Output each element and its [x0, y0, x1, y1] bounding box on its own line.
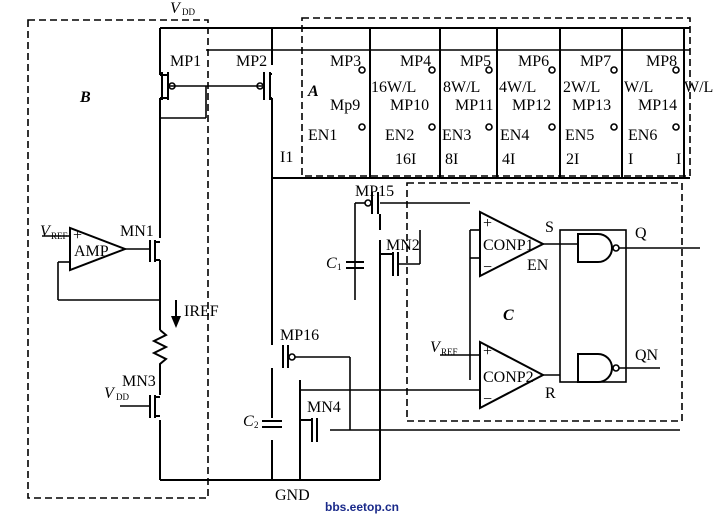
comp1-label: CONP1: [483, 237, 534, 254]
region-b-box: [27, 19, 209, 499]
c2-label: C: [243, 413, 254, 430]
mp2-label: MP2: [236, 53, 267, 70]
en6-label: EN6: [628, 127, 657, 144]
region-a-label: A: [307, 83, 319, 100]
mp10-label: MP10: [390, 97, 429, 114]
i16-label: 16I: [395, 151, 416, 168]
r-label: R: [545, 385, 556, 402]
a-switch-gates: [358, 66, 680, 131]
vref-comp-label-sub: REF: [441, 347, 458, 357]
i4-label: 4I: [502, 151, 515, 168]
comp2-minus: −: [483, 391, 492, 408]
mp15-transistor: [354, 192, 381, 300]
ib-label: I: [676, 151, 681, 168]
mp16-label: MP16: [280, 327, 319, 344]
c2-label-sub: 2: [254, 420, 259, 430]
gnd-label: GND: [275, 487, 310, 504]
comp1-plus: +: [483, 215, 492, 232]
ia-label: I: [628, 151, 633, 168]
vref-amp-label-sub: REF: [51, 231, 68, 241]
mn1-label: MN1: [120, 223, 154, 240]
vref-comp-label: V: [430, 339, 442, 356]
i1-label: I1: [280, 149, 293, 166]
mp14-label: MP14: [638, 97, 677, 114]
mp13-label: MP13: [572, 97, 611, 114]
mp1-label: MP1: [170, 53, 201, 70]
mp12-label: MP12: [512, 97, 551, 114]
mn2-label: MN2: [386, 237, 420, 254]
comp2-block: [300, 340, 560, 410]
a-columns: [369, 28, 685, 178]
ratio-2-label: 2W/L: [563, 79, 600, 96]
comp2-label: CONP2: [483, 369, 534, 386]
mp11-label: MP11: [455, 97, 494, 114]
vref-amp-label: V: [40, 223, 52, 240]
region-c-box: [406, 182, 683, 422]
region-b-label: B: [79, 89, 91, 106]
vdd-mn3-label: V: [104, 385, 116, 402]
en4-label: EN4: [500, 127, 529, 144]
region-c-label: C: [503, 307, 514, 324]
mn3-transistor: [120, 395, 160, 418]
c2-capacitor: [262, 420, 282, 428]
amp-plus: +: [73, 227, 82, 244]
mp4-label: MP4: [400, 53, 431, 70]
mp8-label: MP8: [646, 53, 677, 70]
iref-label: IREF: [184, 303, 219, 320]
mp2-transistor: [256, 72, 273, 345]
q-label: Q: [635, 225, 647, 242]
ratio-1b-label: W/L: [684, 79, 713, 96]
ratio-8-label: 8W/L: [443, 79, 480, 96]
vdd-label-sub: DD: [182, 7, 195, 17]
comp1-minus: −: [483, 259, 492, 276]
mp6-label: MP6: [518, 53, 549, 70]
en5-label: EN5: [565, 127, 594, 144]
amp-label: AMP: [74, 243, 109, 260]
vdd-mn3-label-sub: DD: [116, 392, 129, 402]
en2-label: EN2: [385, 127, 414, 144]
mp1-transistor: [159, 72, 207, 238]
mp15-label: MP15: [355, 183, 394, 200]
mp7-label: MP7: [580, 53, 611, 70]
mp16-transistor: [271, 345, 351, 430]
en-label: EN: [527, 257, 549, 274]
i2-label: 2I: [566, 151, 579, 168]
c1-label: C: [326, 255, 337, 272]
mp3-label: MP3: [330, 53, 361, 70]
s-label: S: [545, 219, 554, 236]
ratio-16-label: 16W/L: [371, 79, 416, 96]
ratio-1a-label: W/L: [624, 79, 653, 96]
en1-label: EN1: [308, 127, 337, 144]
i8-label: 8I: [445, 151, 458, 168]
iref-arrow: [171, 300, 181, 328]
vdd-rail: [159, 27, 690, 75]
mn1-transistor: [149, 240, 161, 330]
mn3-label: MN3: [122, 373, 156, 390]
nand-latch: [559, 229, 700, 383]
mn4-label: MN4: [307, 399, 341, 416]
c1-label-sub: 1: [337, 262, 342, 272]
mp5-label: MP5: [460, 53, 491, 70]
c1-capacitor: [346, 261, 364, 269]
vdd-label: V: [170, 0, 182, 17]
amp-block: [42, 226, 160, 301]
en3-label: EN3: [442, 127, 471, 144]
comp2-plus: +: [483, 343, 492, 360]
qn-label: QN: [635, 347, 659, 364]
watermark: bbs.eetop.cn: [325, 500, 399, 514]
iref-resistor: [151, 329, 169, 395]
mn4-transistor: [300, 418, 318, 442]
mn2-transistor: [380, 230, 421, 276]
ratio-4-label: 4W/L: [499, 79, 536, 96]
mp9-label: Mp9: [330, 97, 360, 114]
gnd-rail: [159, 240, 381, 481]
